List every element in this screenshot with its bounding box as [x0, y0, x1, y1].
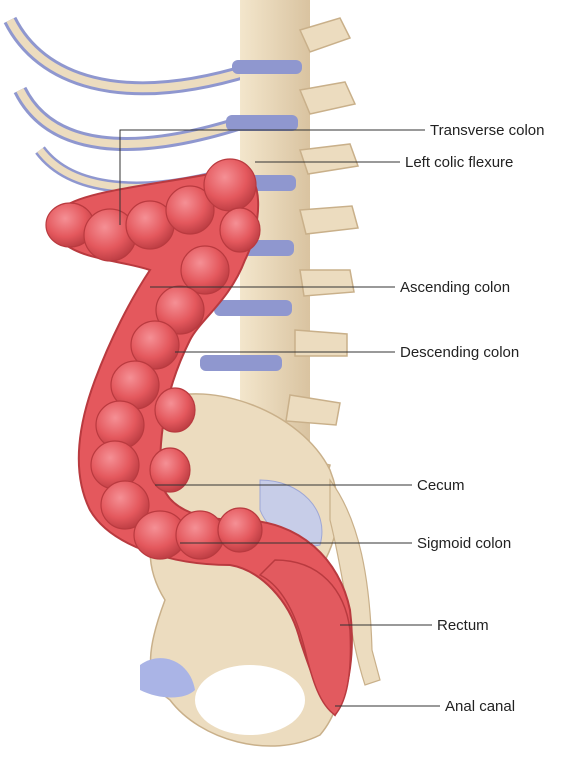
label-rectum: Rectum	[437, 617, 489, 634]
label-sigmoid-colon: Sigmoid colon	[417, 535, 511, 552]
label-left-colic-flexure: Left colic flexure	[405, 154, 513, 171]
label-anal-canal: Anal canal	[445, 698, 515, 715]
labels: Transverse colon Left colic flexure Asce…	[400, 122, 545, 715]
ribs	[10, 20, 250, 187]
label-descending-colon: Descending colon	[400, 344, 519, 361]
label-transverse-colon: Transverse colon	[430, 122, 545, 139]
label-ascending-colon: Ascending colon	[400, 279, 510, 296]
label-cecum: Cecum	[417, 477, 465, 494]
